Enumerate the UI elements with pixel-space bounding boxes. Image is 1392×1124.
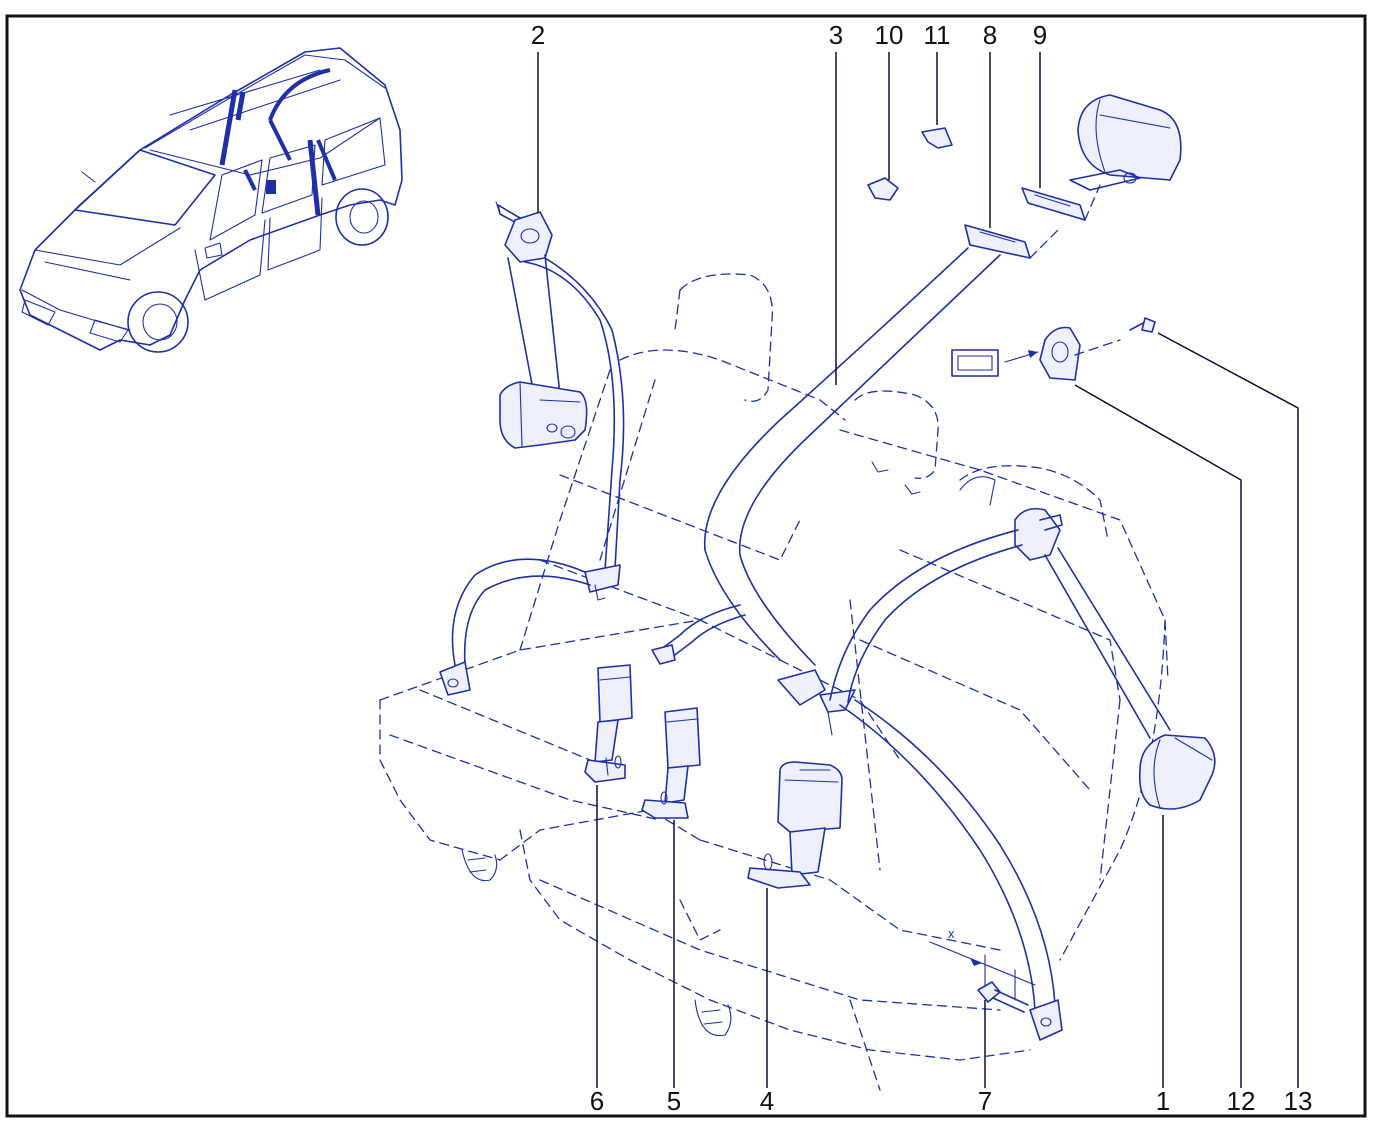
callout-8: 8	[983, 20, 997, 50]
callout-10: 10	[875, 20, 904, 50]
part-1-right-three-point-belt: x	[829, 507, 1216, 1041]
part-6-buckle	[584, 664, 633, 783]
callout-5: 5	[667, 1086, 681, 1116]
rear-bench-seat	[379, 273, 1169, 1091]
callout-11: 11	[924, 20, 951, 50]
callout-1: 1	[1156, 1086, 1170, 1116]
part-5-buckle	[641, 707, 701, 819]
callout-labels: 2 3 10 11 8 9 6 5 4 7 1 12 13	[531, 20, 1313, 1116]
vehicle-illustration	[19, 47, 403, 353]
retractor-and-trim-parts	[867, 94, 1182, 259]
part-2-left-three-point-belt	[439, 201, 625, 696]
callout-3: 3	[829, 20, 843, 50]
callout-7: 7	[978, 1086, 992, 1116]
part-3-centre-three-point-belt	[651, 247, 1001, 736]
callout-6: 6	[590, 1086, 604, 1116]
dimension-x-label: x	[948, 926, 955, 941]
part-4-buckle	[747, 761, 843, 889]
callout-13: 13	[1284, 1086, 1313, 1116]
callout-4: 4	[760, 1086, 774, 1116]
callout-2: 2	[531, 20, 545, 50]
callout-12: 12	[1227, 1086, 1256, 1116]
anchor-cover-and-bolt	[951, 317, 1156, 381]
frame-border	[5, 14, 1367, 1118]
callout-9: 9	[1033, 20, 1047, 50]
leader-lines	[537, 52, 1299, 1088]
